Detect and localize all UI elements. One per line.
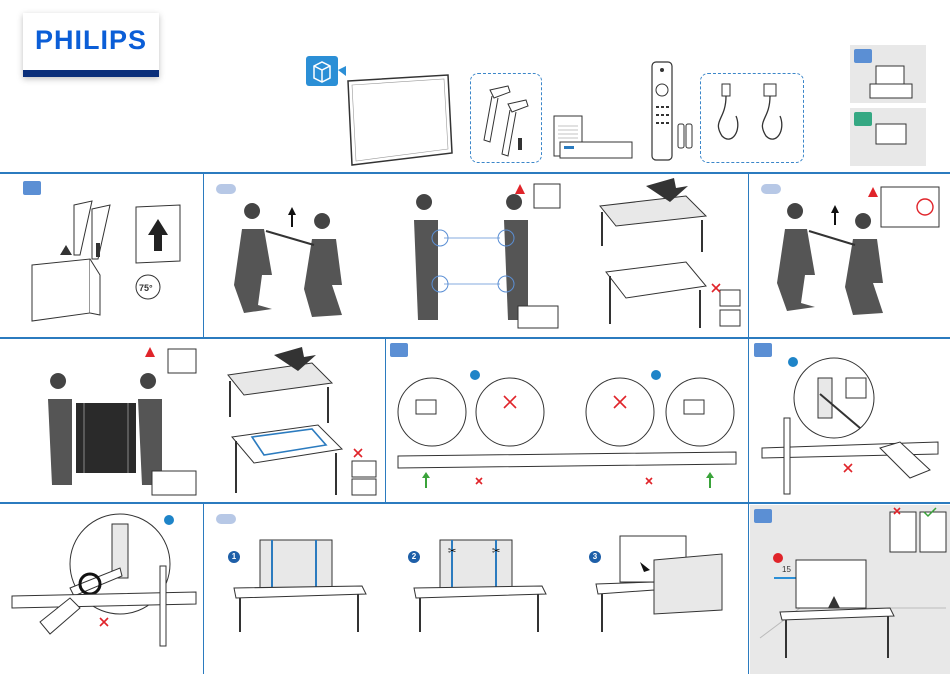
col-divider — [748, 174, 749, 337]
col-divider — [748, 504, 749, 674]
tv-on-cabinet — [868, 62, 918, 100]
screw-stand-left — [10, 512, 200, 652]
two-people-lifting-2 — [775, 183, 945, 323]
col-divider — [203, 174, 204, 337]
stand-legs-drawing — [478, 80, 534, 158]
power-cable-icon — [712, 80, 792, 152]
two-people-lifting — [232, 205, 362, 325]
stand-orientation — [396, 378, 742, 490]
check-icon — [422, 472, 430, 488]
scissors-icon: ✂ — [492, 546, 500, 557]
col-divider — [748, 339, 749, 502]
step-badge — [754, 343, 772, 357]
remove-foam-step1 — [232, 536, 372, 634]
screw-stand-right — [760, 358, 940, 498]
lay-face-down — [222, 345, 382, 497]
check-icon — [706, 472, 714, 488]
carry-tv-front — [40, 345, 200, 497]
tv-final-placement — [760, 508, 946, 668]
box-icon — [306, 56, 346, 88]
tv-panel-drawing — [348, 75, 453, 167]
remote-icon — [650, 62, 696, 162]
brand-name: PHILIPS — [35, 25, 147, 56]
cross-icon — [712, 284, 720, 292]
cross-icon — [354, 449, 362, 457]
warning-icon — [868, 187, 878, 197]
logo-bar — [23, 70, 159, 77]
step-badge — [390, 343, 408, 357]
row-divider-3 — [0, 502, 950, 504]
remove-bag-step3 — [594, 532, 734, 634]
badge-blue — [854, 49, 872, 63]
tv-wall-mount — [872, 120, 912, 150]
warning-icon — [773, 553, 783, 563]
angle-label: 75° — [139, 283, 153, 293]
cut-tape-step2: ✂ ✂ — [412, 536, 552, 634]
step-badge — [216, 514, 236, 524]
step-badge — [23, 181, 41, 195]
row-divider-1 — [0, 172, 950, 174]
carry-tv-upright — [410, 180, 560, 330]
scissors-icon: ✂ — [448, 546, 456, 557]
warning-icon — [515, 184, 525, 194]
place-on-table — [596, 176, 746, 334]
manual-and-cover — [552, 112, 634, 162]
distance-label: 15 — [782, 565, 791, 574]
badge-green — [854, 112, 872, 126]
row-divider-2 — [0, 337, 950, 339]
col-divider — [385, 339, 386, 502]
philips-logo: PHILIPS — [23, 13, 159, 77]
warning-icon — [145, 347, 155, 357]
col-divider — [203, 504, 204, 674]
unbox-drawing — [30, 195, 200, 330]
step-badge — [216, 184, 236, 194]
